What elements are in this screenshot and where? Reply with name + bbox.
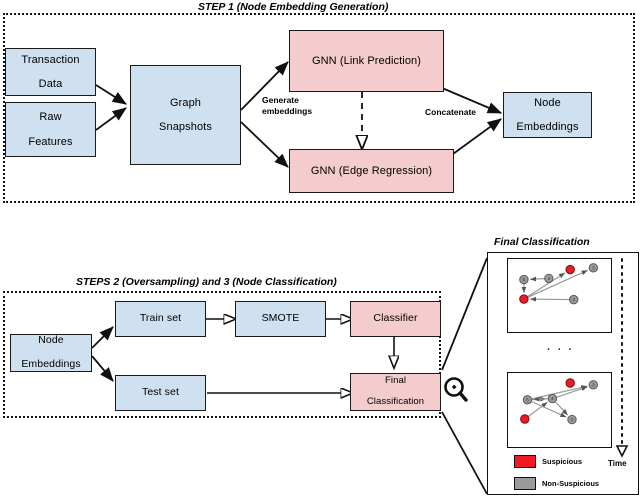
- graph-snapshots-line2: Snapshots: [159, 121, 212, 134]
- smote-label: SMOTE: [261, 312, 300, 325]
- graph-node: [522, 395, 533, 405]
- svg-text:3: 3: [592, 382, 595, 387]
- smote-box[interactable]: SMOTE: [235, 301, 326, 337]
- node-embeddings-label-steps23: Node Embeddings: [17, 335, 84, 370]
- raw-features-label: Raw Features: [24, 111, 76, 148]
- final-classification-line2: Classification: [366, 396, 425, 408]
- test-set-box[interactable]: Test set: [115, 375, 206, 411]
- graph-node: [588, 263, 599, 273]
- step1-title: STEP 1 (Node Embedding Generation): [198, 1, 389, 13]
- svg-text:2: 2: [571, 417, 574, 422]
- svg-text:5: 5: [526, 397, 529, 402]
- svg-text:3: 3: [592, 265, 595, 270]
- svg-text:5: 5: [523, 277, 526, 282]
- graph-node: [547, 393, 558, 404]
- legend-row-suspicious: Suspicious: [514, 455, 582, 468]
- classifier-box[interactable]: Classifier: [350, 301, 441, 337]
- node-embeddings-line2: Embeddings: [516, 121, 579, 134]
- steps23-frame: [3, 291, 441, 418]
- graph-node: [519, 294, 529, 304]
- time-label: Time: [608, 459, 627, 468]
- steps23-title: STEPS 2 (Oversampling) and 3 (Node Class…: [76, 276, 337, 288]
- node-embeddings-box-step1[interactable]: Node Embeddings: [503, 92, 592, 138]
- snapshot-ellipsis: · · ·: [547, 344, 575, 356]
- legend-swatch-suspicious: [514, 455, 536, 468]
- svg-text:2: 2: [573, 297, 576, 302]
- raw-features-box[interactable]: Raw Features: [5, 102, 96, 157]
- generate-embeddings-line2: embeddings: [262, 105, 313, 116]
- gnn-edge-regression-label: GNN (Edge Regression): [310, 164, 433, 177]
- train-set-box[interactable]: Train set: [115, 301, 206, 337]
- train-set-label: Train set: [139, 312, 182, 325]
- graph-node: [565, 264, 575, 275]
- graph-node: [519, 274, 529, 285]
- transaction-data-line2: Data: [38, 78, 63, 91]
- raw-features-line2: Features: [28, 135, 73, 148]
- legend-label-non-suspicious: Non-Suspicious: [542, 479, 600, 488]
- graph-node: [520, 414, 530, 424]
- final-classification-box[interactable]: Final Classification: [350, 373, 441, 411]
- node-embeddings-box-steps23[interactable]: Node Embeddings: [10, 334, 92, 372]
- graph-snapshots-label: Graph Snapshots: [155, 97, 216, 134]
- graph-snapshots-box[interactable]: Graph Snapshots: [130, 65, 241, 165]
- node-embeddings-line1: Node: [534, 96, 561, 109]
- raw-features-line1: Raw: [39, 111, 62, 124]
- transaction-data-line1: Transaction: [21, 53, 80, 66]
- concatenate-label: Concatenate: [425, 107, 477, 117]
- step1-frame: [3, 13, 635, 203]
- final-classification-title: Final Classification: [494, 236, 590, 248]
- gnn-link-prediction-box[interactable]: GNN (Link Prediction): [289, 30, 444, 92]
- node-embeddings-s23-line2: Embeddings: [21, 357, 81, 370]
- test-set-label: Test set: [142, 386, 179, 399]
- graph-snapshots-line1: Graph: [169, 96, 202, 109]
- final-classification-line1: Final: [384, 375, 407, 387]
- legend-swatch-non-suspicious: [514, 477, 536, 490]
- svg-text:4: 4: [548, 276, 551, 281]
- gnn-edge-regression-box[interactable]: GNN (Edge Regression): [289, 149, 454, 193]
- generate-embeddings-label: Generate embeddings: [262, 95, 312, 116]
- graph-node: [565, 378, 575, 388]
- legend-row-non-suspicious: Non-Suspicious: [514, 477, 599, 490]
- transaction-data-label: Transaction Data: [17, 54, 83, 91]
- node-embeddings-s23-line1: Node: [38, 334, 64, 347]
- transaction-data-box[interactable]: Transaction Data: [5, 48, 96, 96]
- classifier-label: Classifier: [373, 312, 418, 325]
- legend-label-suspicious: Suspicious: [542, 457, 583, 466]
- final-classification-label: Final Classification: [363, 375, 428, 408]
- graph-node: [569, 294, 579, 305]
- graph-node: [567, 414, 577, 425]
- graph-node: [588, 380, 599, 390]
- gnn-link-prediction-label: GNN (Link Prediction): [311, 54, 422, 67]
- node-embeddings-label-step1: Node Embeddings: [512, 97, 582, 134]
- svg-text:4: 4: [551, 396, 554, 401]
- generate-embeddings-line1: Generate: [262, 95, 299, 105]
- graph-node: [544, 273, 554, 284]
